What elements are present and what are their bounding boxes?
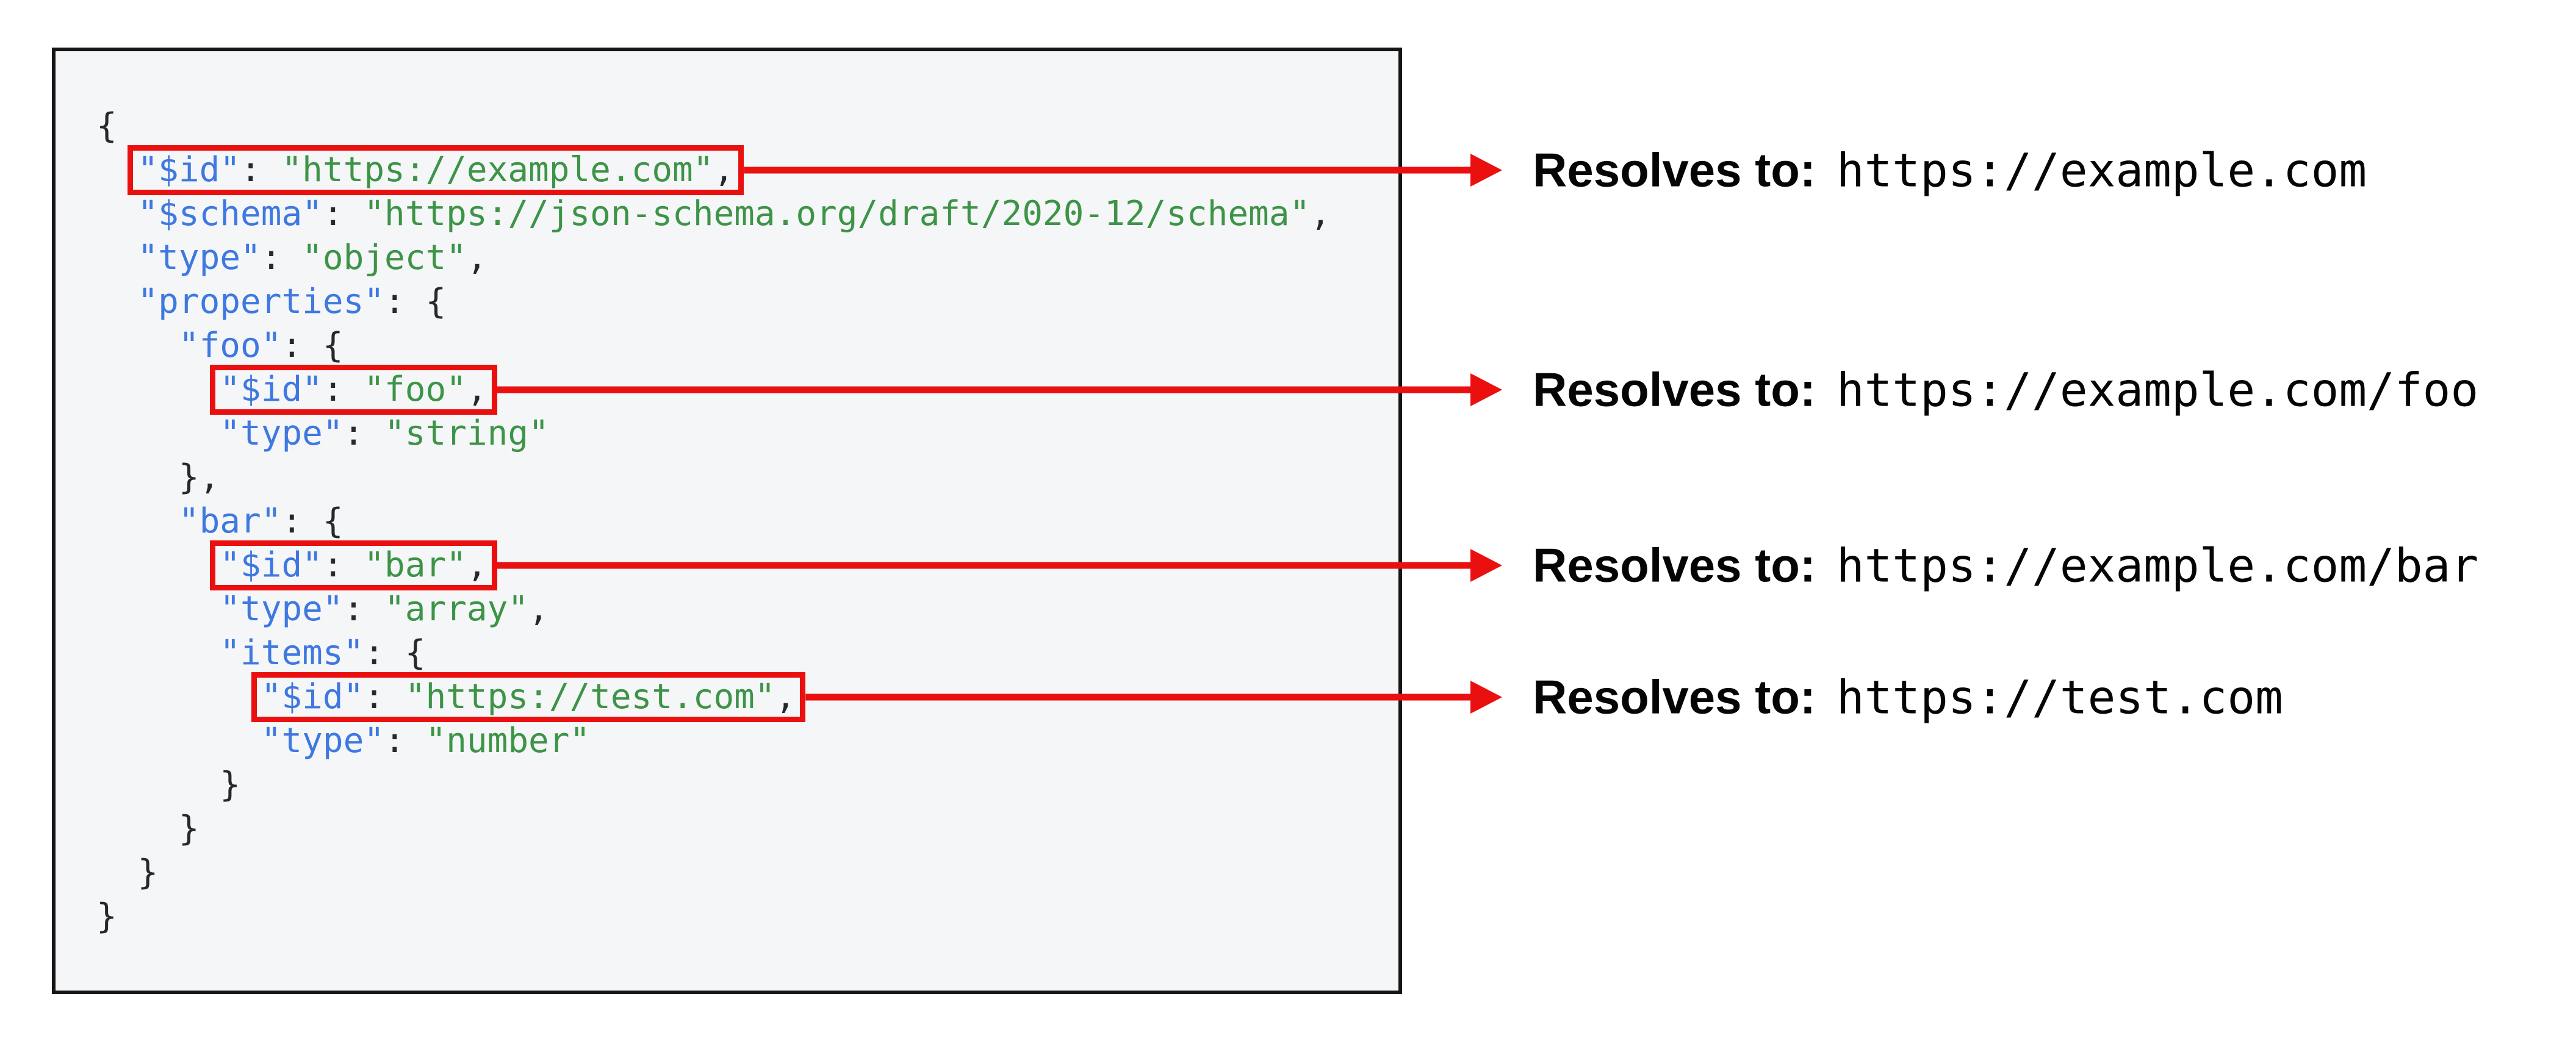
annotation-label: Resolves to: [1533,362,1816,417]
json-key: "$id" [220,370,323,409]
json-string: "array" [384,589,529,629]
json-key: "type" [137,238,261,278]
arrowhead-icon [1470,373,1502,406]
annotation-label: Resolves to: [1533,670,1816,724]
resolves-annotation: Resolves to: https://example.com/bar [1533,538,2478,593]
resolves-annotation: Resolves to: https://test.com [1533,670,2283,725]
code-line: "type": "string" [96,412,1331,456]
json-punctuation: : { [364,633,426,673]
json-string: "https://test.com" [405,677,775,717]
json-key: "type" [261,721,385,761]
json-punctuation: , [528,589,549,629]
arrowhead-icon [1470,154,1502,187]
code-line: "$id": "https://test.com", [96,672,1331,722]
json-punctuation: : [384,721,426,761]
json-key: "type" [220,589,344,629]
json-key: "items" [220,633,364,673]
json-punctuation: , [466,545,487,585]
json-punctuation: } [96,897,117,936]
annotation-label: Resolves to: [1533,143,1816,197]
json-punctuation: } [137,853,159,892]
code-line: } [96,807,1331,851]
json-punctuation: }, [178,457,220,497]
code-line: "$id": "bar", [96,540,1331,590]
code-block: { "$id": "https://example.com", "$schema… [96,104,1331,939]
json-string: "number" [425,721,591,761]
id-highlight-box: "$id": "https://test.com", [251,672,805,722]
code-line: } [96,895,1331,939]
code-line: "type": "array", [96,587,1331,631]
code-line: "$id": "foo", [96,365,1331,415]
json-key: "properties" [137,282,385,321]
resolves-annotation: Resolves to: https://example.com/foo [1533,362,2478,418]
json-key: "$schema" [137,194,323,234]
json-punctuation: : [322,194,364,234]
json-punctuation: , [1310,194,1331,234]
json-punctuation: : [322,545,364,585]
json-key: "$id" [261,677,364,717]
code-line: { [96,104,1331,148]
code-line: "$schema": "https://json-schema.org/draf… [96,192,1331,236]
code-line: } [96,851,1331,895]
json-punctuation: , [466,238,487,278]
json-punctuation: : { [281,326,344,365]
json-key: "$id" [220,545,323,585]
code-line: "foo": { [96,324,1331,368]
json-punctuation: } [178,809,200,848]
id-highlight-box: "$id": "foo", [210,365,497,415]
json-punctuation: : [343,589,385,629]
json-string: "foo" [364,370,467,409]
json-punctuation: : { [384,282,447,321]
id-highlight-box: "$id": "https://example.com", [128,145,744,195]
annotation-url: https://example.com/foo [1836,362,2479,417]
code-line: "type": "number" [96,719,1331,763]
json-punctuation: { [96,106,117,146]
json-string: "https://json-schema.org/draft/2020-12/s… [364,194,1311,234]
resolves-annotation: Resolves to: https://example.com [1533,143,2367,198]
json-punctuation: } [220,765,241,805]
json-punctuation: : [343,414,385,453]
annotation-url: https://example.com/bar [1836,538,2479,593]
json-string: "bar" [364,545,467,585]
code-line: "type": "object", [96,236,1331,280]
json-punctuation: , [713,150,735,190]
json-punctuation: : [322,370,364,409]
json-key: "type" [220,414,344,453]
annotation-url: https://example.com [1836,143,2367,198]
code-line: "properties": { [96,280,1331,324]
code-line: "$id": "https://example.com", [96,145,1331,195]
json-string: "https://example.com" [281,150,714,190]
code-panel: { "$id": "https://example.com", "$schema… [52,48,1402,994]
code-line: } [96,763,1331,807]
json-string: "object" [302,238,467,278]
json-punctuation: , [775,677,796,717]
id-highlight-box: "$id": "bar", [210,540,497,590]
arrowhead-icon [1470,681,1502,714]
code-line: "bar": { [96,500,1331,543]
arrowhead-icon [1470,549,1502,582]
code-line: "items": { [96,631,1331,675]
annotation-label: Resolves to: [1533,538,1816,592]
json-punctuation: , [466,370,487,409]
json-key: "foo" [178,326,282,365]
json-punctuation: : { [281,501,344,541]
json-key: "bar" [178,501,282,541]
json-punctuation: : [240,150,282,190]
json-key: "$id" [137,150,241,190]
json-punctuation: : [364,677,405,717]
json-string: "string" [384,414,549,453]
annotation-url: https://test.com [1836,670,2283,725]
code-line: }, [96,456,1331,500]
json-punctuation: : [261,238,303,278]
